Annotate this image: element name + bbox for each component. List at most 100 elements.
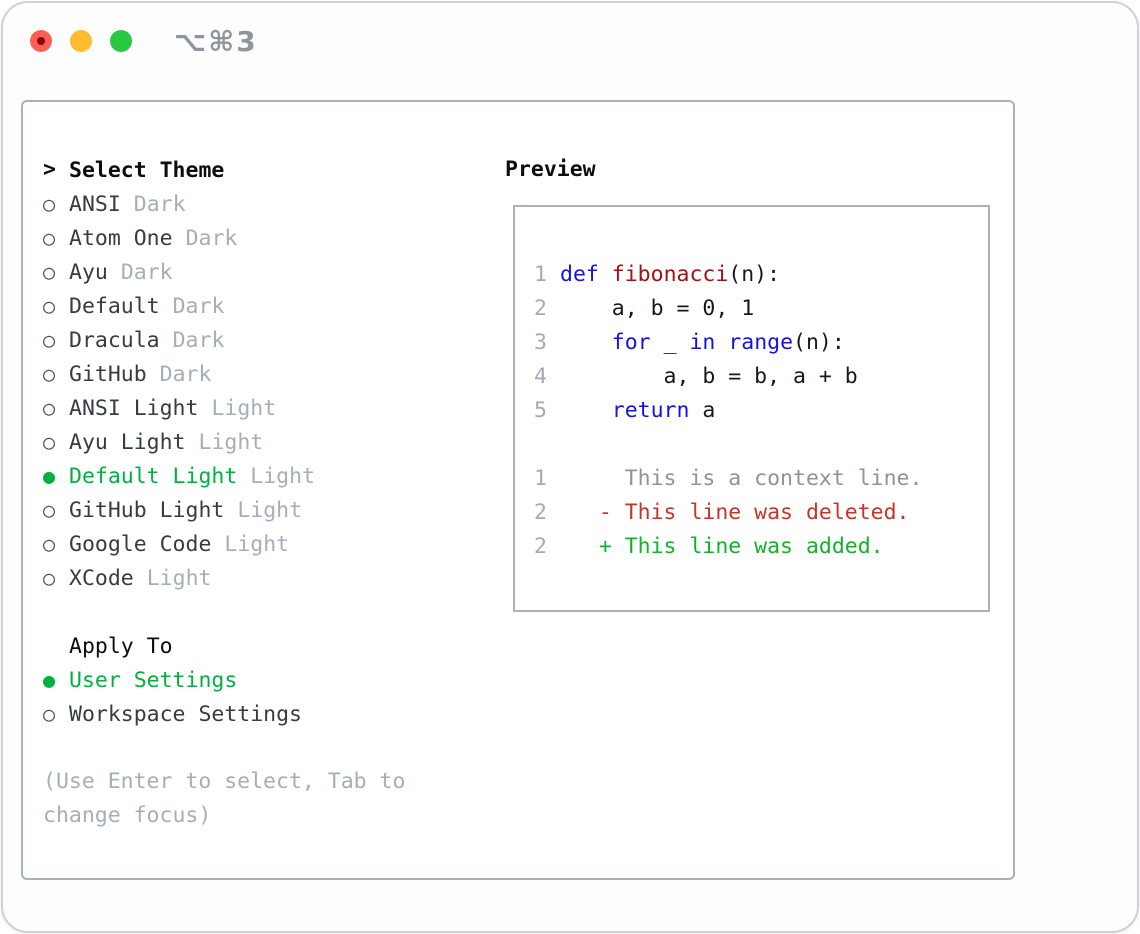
line-number: 2 [534,499,547,525]
code-token: for [611,329,651,355]
code-token: in [689,329,716,355]
traffic-lights [30,30,132,52]
radio-unselected-icon: ○ [43,226,56,250]
theme-item-github-light[interactable]: ○ GitHub Light Light [43,493,455,527]
code-token: This is a context line. [560,465,923,491]
select-theme-title: Select Theme [69,157,225,183]
line-number: 5 [534,397,547,423]
radio-unselected-icon: ○ [43,328,56,352]
radio-selected-icon: ● [43,668,56,692]
theme-item-label: Dracula [69,327,160,353]
theme-variant-tag: Light [198,429,264,455]
line-number: 3 [534,329,547,355]
theme-item-label: ANSI Light [69,395,199,421]
help-text: (Use Enter to select, Tab to change focu… [43,769,406,828]
code-token: def [560,261,599,287]
theme-item-ayu-light[interactable]: ○ Ayu Light Light [43,425,455,459]
radio-unselected-icon: ○ [43,702,56,726]
radio-selected-icon: ● [43,464,56,488]
radio-unselected-icon: ○ [43,430,56,454]
code-token: a, b = b, a + b [560,363,858,389]
code-token: + This line was added. [560,533,884,559]
theme-item-label: XCode [69,565,134,591]
theme-variant-tag: Light [146,565,212,591]
radio-unselected-icon: ○ [43,396,56,420]
code-line: 3 for _ in range(n): [533,325,988,359]
apply-option-label: User Settings [69,667,238,693]
select-theme-header: > Select Theme [43,153,455,187]
apply-to-title: Apply To [69,633,173,659]
code-token: fibonacci [611,261,729,287]
theme-item-ayu[interactable]: ○ Ayu Dark [43,255,455,289]
theme-item-label: Ayu [69,259,108,285]
theme-variant-tag: Light [224,531,290,557]
code-line [533,427,988,461]
theme-item-label: Default Light [69,463,238,489]
theme-variant-tag: Dark [120,259,173,285]
cursor-prompt-icon: > [43,157,56,182]
code-token: (n): [793,329,845,355]
code-token [560,330,612,355]
apply-option-user-settings[interactable]: ● User Settings [43,663,455,697]
code-token: range [728,329,794,355]
preview-title: Preview [505,157,596,182]
minimize-button[interactable] [70,30,92,52]
theme-item-dracula[interactable]: ○ Dracula Dark [43,323,455,357]
radio-unselected-icon: ○ [43,260,56,284]
line-number: 2 [534,295,547,321]
radio-unselected-icon: ○ [43,294,56,318]
code-token: - This line was deleted. [560,499,910,525]
theme-item-label: Default [69,293,160,319]
code-line: 2 a, b = 0, 1 [533,291,988,325]
line-number: 4 [534,363,547,389]
theme-variant-tag: Dark [159,361,212,387]
theme-item-xcode[interactable]: ○ XCode Light [43,561,455,595]
theme-variant-tag: Dark [172,293,225,319]
theme-variant-tag: Light [211,395,277,421]
code-token: a [689,397,716,423]
code-line: 4 a, b = b, a + b [533,359,988,393]
theme-item-label: Ayu Light [69,429,186,455]
section-gap [43,595,455,629]
line-number: 1 [534,465,547,491]
theme-item-default-light[interactable]: ● Default Light Light [43,459,455,493]
code-token: a, b = 0, 1 [560,295,755,321]
apply-options: ● User Settings ○ Workspace Settings [43,663,455,731]
radio-unselected-icon: ○ [43,498,56,522]
theme-item-label: ANSI [69,191,121,217]
theme-item-label: GitHub [69,361,147,387]
line-number: 1 [534,261,547,287]
zoom-button[interactable] [110,30,132,52]
theme-variant-tag: Light [250,463,316,489]
code-line: 2 + This line was added. [533,529,988,563]
radio-unselected-icon: ○ [43,192,56,216]
code-token: (n): [728,261,781,287]
theme-variant-tag: Light [237,497,303,523]
theme-variant-tag: Dark [172,327,225,353]
code-token [599,262,612,287]
theme-item-ansi-light[interactable]: ○ ANSI Light Light [43,391,455,425]
theme-item-label: GitHub Light [69,497,225,523]
code-token: _ [650,329,690,355]
code-line: 5 return a [533,393,988,427]
close-button[interactable] [30,30,52,52]
apply-option-workspace-settings[interactable]: ○ Workspace Settings [43,697,455,731]
code-line: 1 This is a context line. [533,461,988,495]
radio-unselected-icon: ○ [43,566,56,590]
code-token [560,398,612,423]
apply-option-label: Workspace Settings [69,701,302,727]
window-title: ⌥⌘3 [174,25,258,58]
code-line: 2 - This line was deleted. [533,495,988,529]
code-token: return [611,397,690,423]
theme-item-label: Atom One [69,225,173,251]
theme-item-default[interactable]: ○ Default Dark [43,289,455,323]
apply-to-header: Apply To [43,629,455,663]
